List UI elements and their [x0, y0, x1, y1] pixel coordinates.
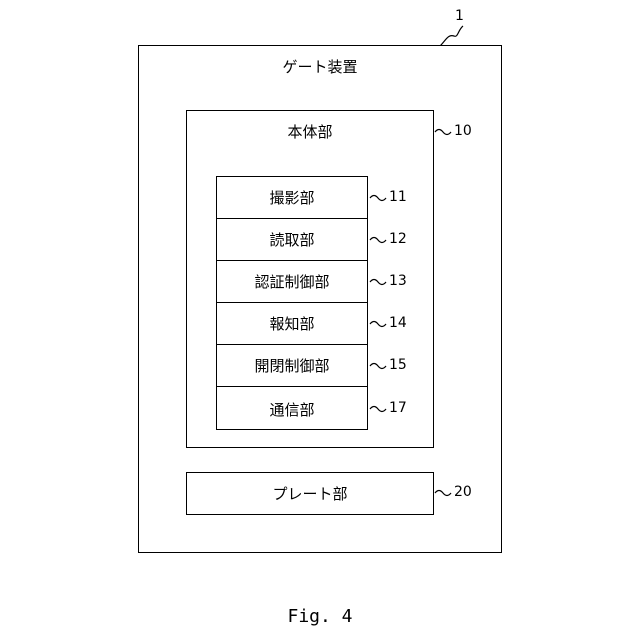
component-notification-ref: 14 [389, 315, 407, 331]
component-imaging-ref: 11 [389, 189, 407, 205]
component-gate-control-ref: 15 [389, 357, 407, 373]
component-communication-ref: 17 [389, 400, 407, 416]
device-ref-number: 1 [455, 8, 464, 24]
body-unit-title: 本体部 [187, 121, 433, 142]
plate-unit-box: プレート部 [186, 472, 434, 515]
component-auth-control-unit: 認証制御部 [217, 261, 367, 303]
component-auth-control-label: 認証制御部 [254, 271, 329, 292]
component-imaging-label: 撮影部 [269, 187, 314, 208]
component-communication-label: 通信部 [269, 399, 314, 420]
component-reading-label: 読取部 [269, 229, 314, 250]
component-reading-ref: 12 [389, 231, 407, 247]
figure-caption: Fig. 4 [0, 606, 640, 627]
plate-unit-title: プレート部 [272, 483, 347, 504]
component-gate-control-label: 開閉制御部 [254, 355, 329, 376]
component-communication-unit: 通信部 [217, 387, 367, 431]
gate-device-title: ゲート装置 [139, 56, 501, 77]
component-imaging-unit: 撮影部 [217, 177, 367, 219]
component-gate-control-unit: 開閉制御部 [217, 345, 367, 387]
component-notification-label: 報知部 [269, 313, 314, 334]
plate-unit-ref-number: 20 [454, 484, 472, 500]
component-stack: 撮影部 読取部 認証制御部 報知部 開閉制御部 通信部 [216, 176, 368, 430]
component-notification-unit: 報知部 [217, 303, 367, 345]
component-auth-control-ref: 13 [389, 273, 407, 289]
component-reading-unit: 読取部 [217, 219, 367, 261]
body-unit-ref-number: 10 [454, 123, 472, 139]
